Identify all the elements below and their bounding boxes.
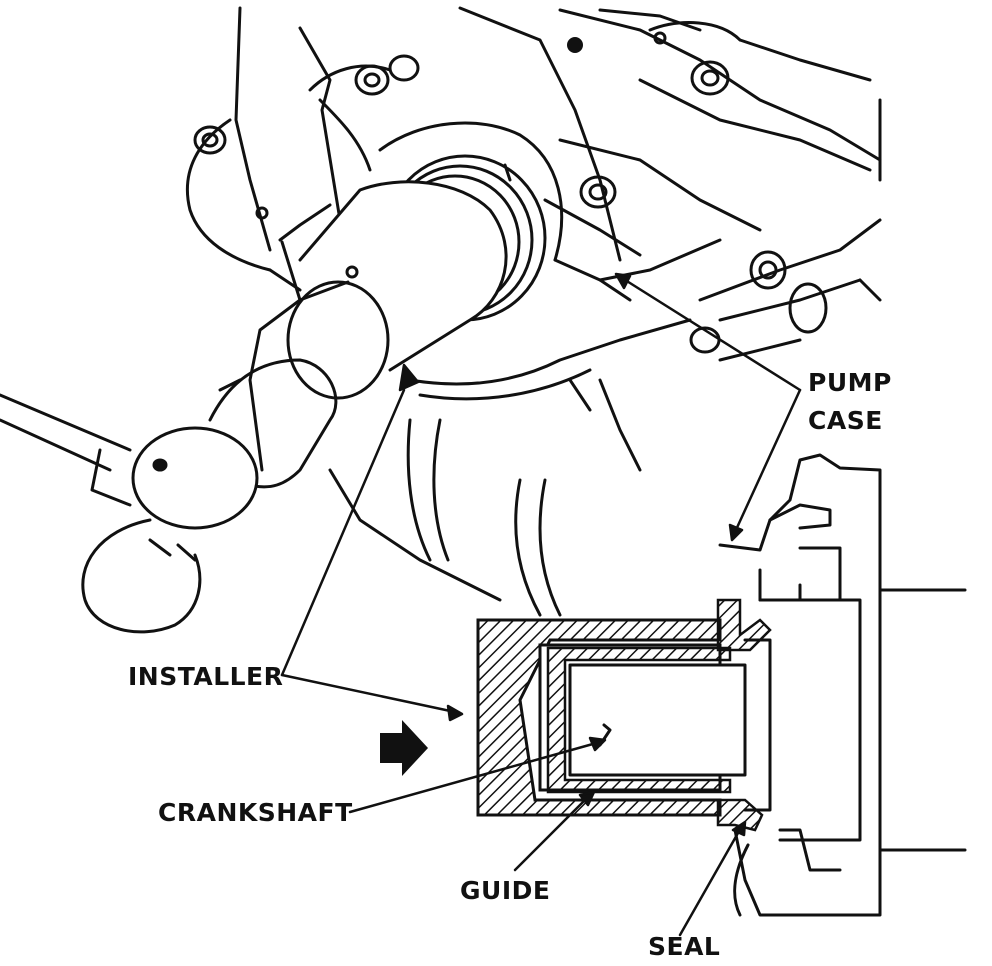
pump-case-label-line2: CASE xyxy=(808,406,883,435)
guide-label: GUIDE xyxy=(460,876,551,905)
installer-label: INSTALLER xyxy=(128,662,284,691)
engine-housing xyxy=(185,6,882,602)
hammer-icon xyxy=(0,358,338,634)
guide-section xyxy=(546,646,732,794)
crankshaft-label: CRANKSHAFT xyxy=(158,798,353,827)
seal-label: SEAL xyxy=(648,932,721,961)
pump-case-section xyxy=(718,453,967,917)
pump-case-label-line1: PUMP xyxy=(808,368,892,397)
direction-arrow-icon xyxy=(380,720,428,776)
oil-pan-ribs xyxy=(406,418,562,617)
seal-section xyxy=(716,598,772,832)
installer-tool-upper xyxy=(278,163,512,400)
leader-lines xyxy=(280,272,802,937)
